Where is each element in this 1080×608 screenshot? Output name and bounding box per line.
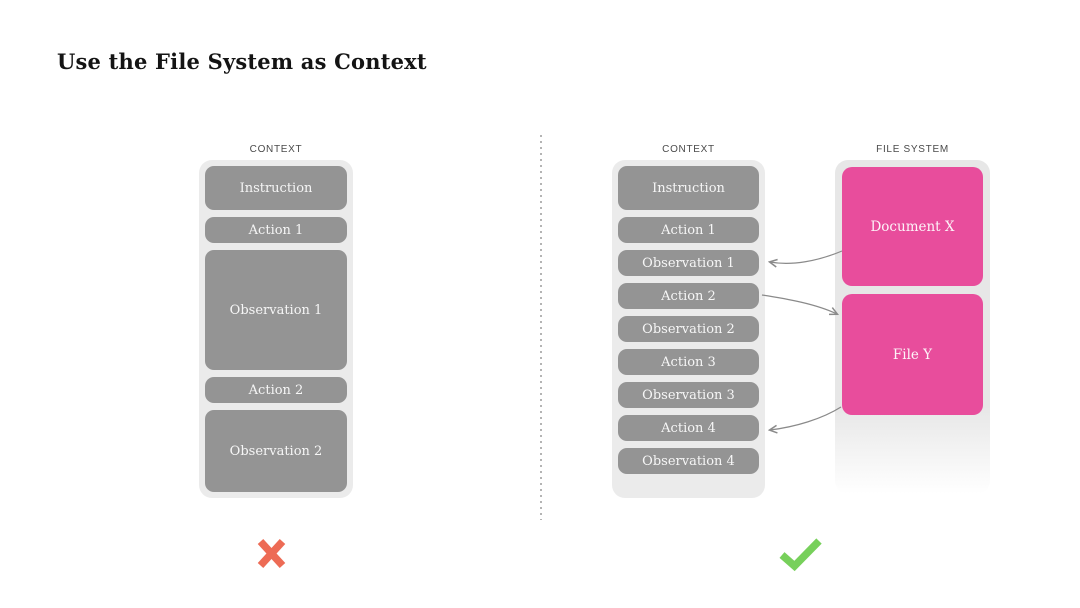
context-box-instruction: Instruction: [618, 166, 759, 210]
context-box-observation-1: Observation 1: [205, 250, 347, 370]
context-box-observation-2: Observation 2: [205, 410, 347, 492]
file-box-file-y: File Y: [842, 294, 983, 415]
context-box-action-1: Action 1: [205, 217, 347, 243]
context-box-instruction: Instruction: [205, 166, 347, 210]
right-context-container: Instruction Action 1 Observation 1 Actio…: [612, 160, 765, 498]
arrow-document-x-to-observation-1: [770, 250, 843, 263]
file-system-label: FILE SYSTEM: [876, 144, 949, 155]
context-box-action-2: Action 2: [205, 377, 347, 403]
context-box-action-3: Action 3: [618, 349, 759, 375]
context-box-observation-3: Observation 3: [618, 382, 759, 408]
section-divider: [540, 135, 542, 520]
left-context-label: CONTEXT: [249, 144, 303, 155]
context-box-observation-2: Observation 2: [618, 316, 759, 342]
page-title: Use the File System as Context: [57, 49, 427, 74]
arrow-file-y-to-action-4: [770, 406, 842, 430]
arrow-action-2-to-file-y: [761, 294, 837, 314]
context-box-action-2: Action 2: [618, 283, 759, 309]
x-icon: [257, 538, 286, 569]
check-icon: [779, 538, 822, 572]
file-box-document-x: Document X: [842, 167, 983, 286]
context-box-action-1: Action 1: [618, 217, 759, 243]
left-context-container: Instruction Action 1 Observation 1 Actio…: [199, 160, 353, 498]
context-box-action-4: Action 4: [618, 415, 759, 441]
context-box-observation-4: Observation 4: [618, 448, 759, 474]
right-context-label: CONTEXT: [662, 144, 715, 155]
context-box-observation-1: Observation 1: [618, 250, 759, 276]
file-system-container: Document X File Y: [835, 160, 990, 494]
